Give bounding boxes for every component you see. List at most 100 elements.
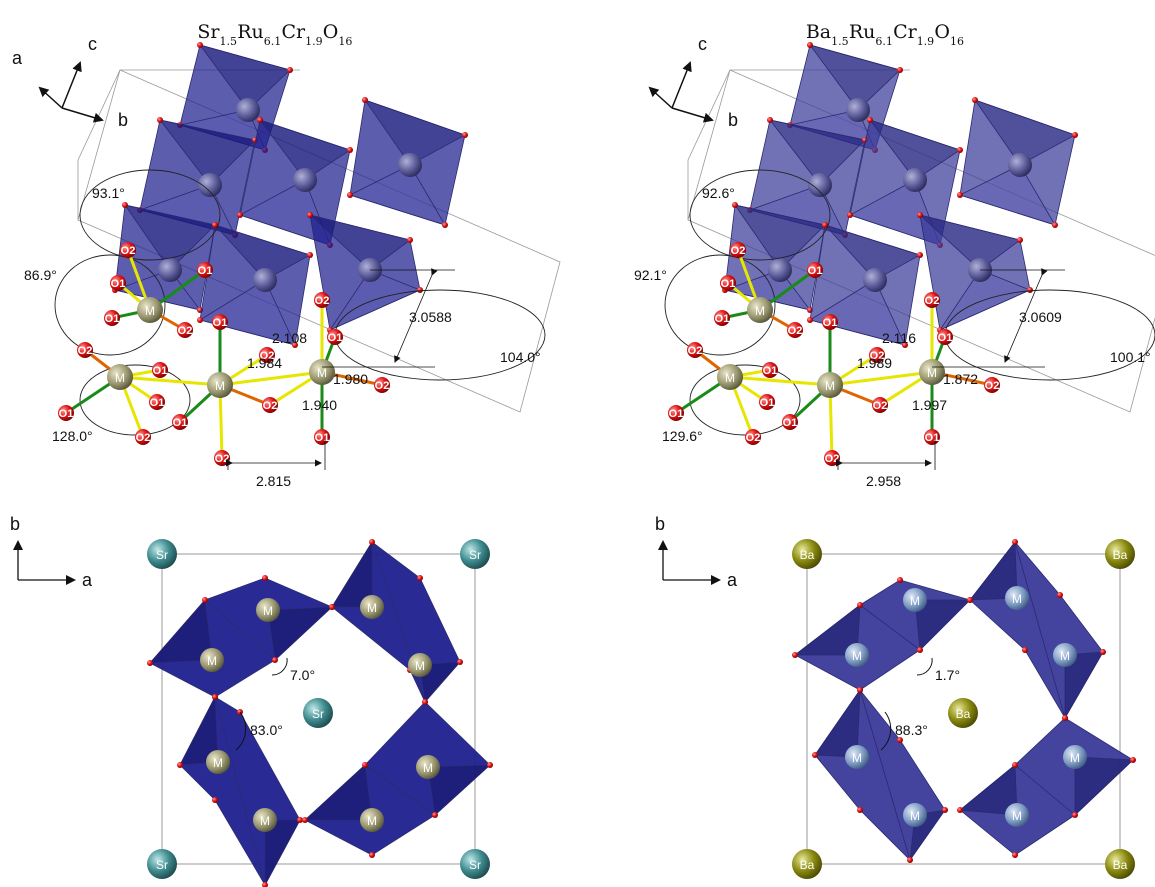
a-axis-label: a xyxy=(12,48,23,68)
bond xyxy=(829,370,933,387)
oxygen-atom xyxy=(259,347,275,363)
oxygen-vertex xyxy=(457,659,463,665)
metal-atom xyxy=(408,653,432,677)
distances-d2: 1.984 xyxy=(247,355,282,371)
cation-label: Sr xyxy=(156,858,168,872)
octahedron-face xyxy=(309,214,411,271)
oxygen-label: O1 xyxy=(153,365,168,377)
large-rotation-angle: 88.3° xyxy=(895,722,928,738)
oxygen-atom xyxy=(869,347,885,363)
metal-atom xyxy=(817,372,843,398)
oxygen-vertex xyxy=(732,202,738,208)
dimension-line xyxy=(394,268,438,363)
metal-label: M xyxy=(145,304,155,318)
metal-atom-in-octahedron xyxy=(768,258,792,282)
metal-label: M xyxy=(910,594,920,608)
formula-title: Ba1.5 Ru6.1 Cr1.9 O16 xyxy=(806,21,964,48)
large-rotation-angle: 83.0° xyxy=(250,722,283,738)
oxygen-label: O2 xyxy=(925,295,940,307)
octahedron-face xyxy=(914,599,971,651)
b-axis-arrow xyxy=(61,107,104,123)
distances-d5: 3.0609 xyxy=(1019,309,1062,325)
oxygen-atom xyxy=(807,262,823,278)
octahedron-edge xyxy=(859,604,921,651)
octahedron-face xyxy=(419,661,461,703)
oxygen-atom xyxy=(120,242,136,258)
oxygen-vertex xyxy=(442,222,448,228)
oxygen-vertex xyxy=(1012,762,1018,768)
octahedron-face xyxy=(198,44,291,111)
oxygen-label: O1 xyxy=(938,332,953,344)
oxygen-vertex xyxy=(329,604,335,610)
oxygen-vertex xyxy=(297,817,303,823)
oxygen-vertex xyxy=(302,817,308,823)
oxygen-vertex xyxy=(822,222,828,228)
octahedron-face xyxy=(958,764,1018,816)
angle-arc xyxy=(880,711,892,751)
oxygen-vertex xyxy=(1012,852,1018,858)
oxygen-atom xyxy=(787,322,803,338)
octahedron-face xyxy=(159,119,256,186)
oxygen-vertex xyxy=(432,812,438,818)
metal-label: M xyxy=(367,814,377,828)
oxygen-vertex xyxy=(1052,222,1058,228)
oxygen-atom xyxy=(197,262,213,278)
metal-atom xyxy=(903,588,927,612)
oxygen-vertex xyxy=(407,237,413,243)
angles-right: 104.0° xyxy=(500,349,541,365)
angle-ellipse xyxy=(79,169,221,261)
c-axis-label: c xyxy=(698,34,707,54)
metal-atom xyxy=(360,808,384,832)
oxygen-label: O1 xyxy=(715,313,730,325)
octahedron-face xyxy=(198,279,296,346)
oxygen-label: O2 xyxy=(136,432,151,444)
oxygen-vertex xyxy=(1130,757,1136,763)
oxygen-label: O1 xyxy=(823,317,838,329)
metal-label: M xyxy=(213,756,223,770)
oxygen-atom xyxy=(730,242,746,258)
angle-arc xyxy=(271,657,288,676)
octahedron-face xyxy=(238,179,331,246)
element-subscript: 6.1 xyxy=(875,35,893,48)
oxygen-vertex xyxy=(157,117,163,123)
oxygen-vertex xyxy=(212,222,218,228)
oxygen-label: O2 xyxy=(178,325,193,337)
oxygen-vertex xyxy=(122,202,128,208)
metal-atom xyxy=(845,643,869,667)
element-subscript: 1.9 xyxy=(305,35,323,48)
metal-atom-in-octahedron xyxy=(863,268,887,292)
octahedron-face xyxy=(959,717,1134,856)
cation-label: Sr xyxy=(469,858,481,872)
oxygen-vertex xyxy=(917,647,923,653)
oxygen-atom xyxy=(262,397,278,413)
c-axis-label: c xyxy=(88,34,97,54)
oxygen-vertex xyxy=(197,42,203,48)
metal-label: M xyxy=(415,659,425,673)
oxygen-vertex xyxy=(812,752,818,758)
b-axis-label: b xyxy=(728,110,738,130)
oxygen-vertex xyxy=(1072,132,1078,138)
oxygen-vertex xyxy=(902,342,908,348)
oxygen-vertex xyxy=(262,575,268,581)
cation-label: Ba xyxy=(1113,858,1128,872)
octahedron-face xyxy=(267,606,334,661)
octahedron-face xyxy=(264,819,301,886)
metal-atom xyxy=(207,372,233,398)
oxygen-atom xyxy=(759,394,775,410)
oxygen-vertex xyxy=(462,132,468,138)
angle-ellipse xyxy=(664,254,776,356)
oxygen-vertex xyxy=(1072,812,1078,818)
angles-top: 93.1° xyxy=(92,185,125,201)
octahedron-edge xyxy=(214,696,266,886)
oxygen-atom xyxy=(714,310,730,326)
oxygen-label: O1 xyxy=(328,332,343,344)
metal-label: M xyxy=(115,371,125,385)
metal-atom-in-octahedron xyxy=(253,268,277,292)
oxygen-label: O2 xyxy=(215,453,230,465)
element-subscript: 1.9 xyxy=(917,35,935,48)
metal-label: M xyxy=(725,371,735,385)
a-axis-arrow xyxy=(38,86,63,109)
octahedron-face xyxy=(348,164,446,226)
metal-atom-in-octahedron xyxy=(846,98,870,122)
